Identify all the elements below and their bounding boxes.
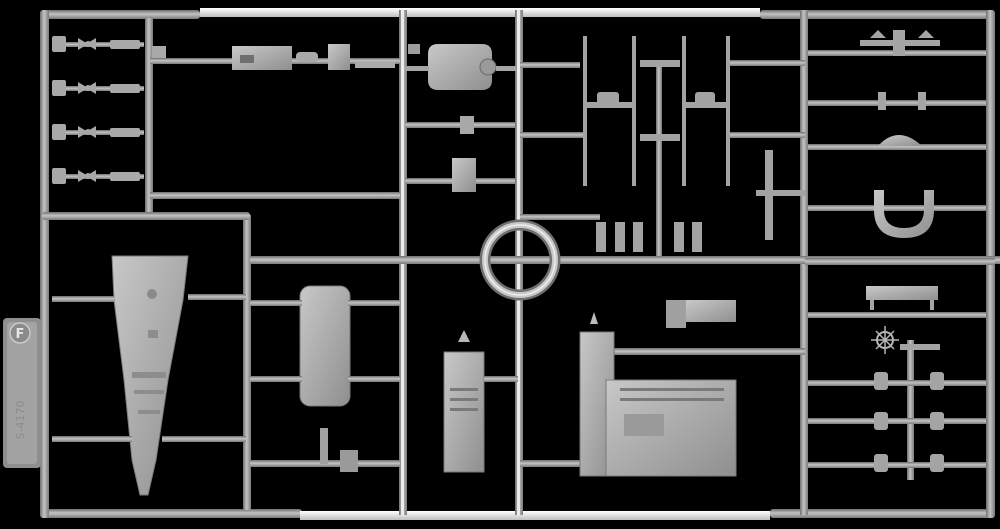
frame-letter: F xyxy=(16,327,25,342)
propeller-group xyxy=(52,36,144,184)
funnel-part xyxy=(443,330,518,473)
superstructure-part xyxy=(579,300,737,477)
photo-subject: model-kit-sprue xyxy=(0,0,1,1)
frame-code: S-4170 xyxy=(14,401,27,440)
right-column-parts xyxy=(808,30,986,472)
outer-frame xyxy=(40,8,995,520)
frame-tag: F S-4170 xyxy=(3,318,41,468)
top-parts xyxy=(150,44,400,70)
sprue-ring xyxy=(479,219,561,301)
mast-parts xyxy=(520,36,806,252)
deck-part xyxy=(52,255,246,496)
hull-plate xyxy=(250,285,400,472)
turret-part xyxy=(405,44,516,192)
